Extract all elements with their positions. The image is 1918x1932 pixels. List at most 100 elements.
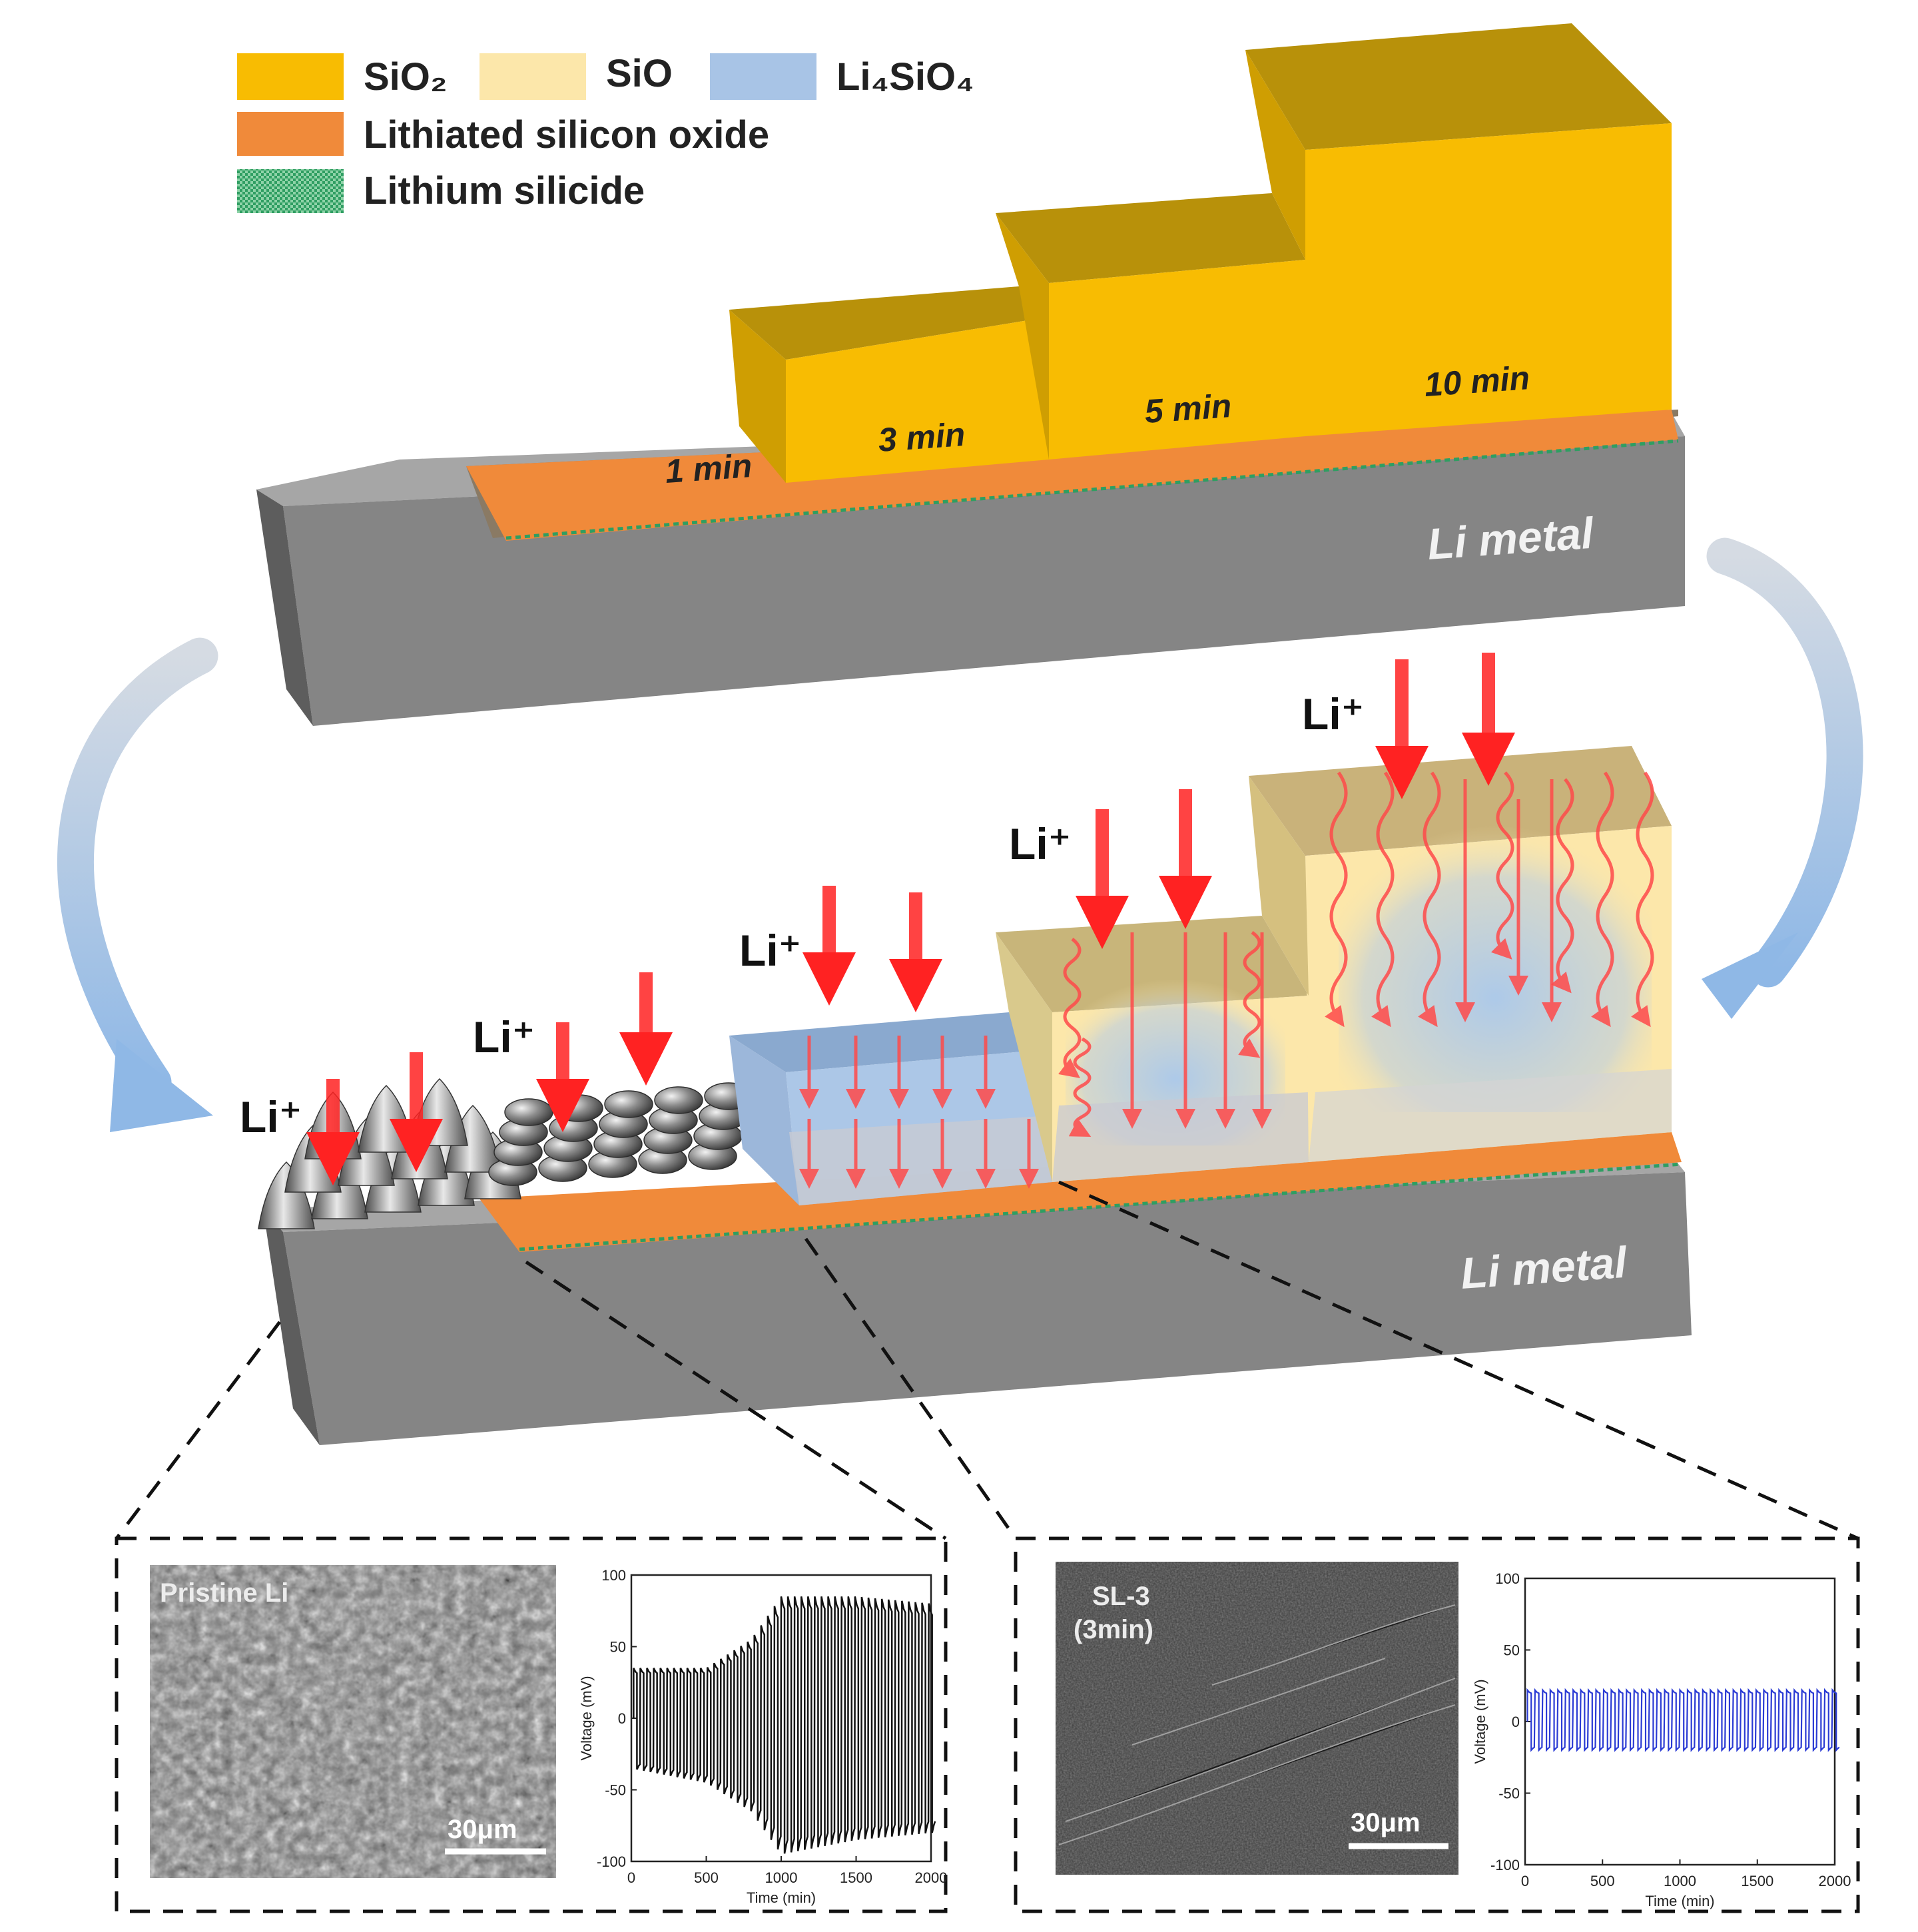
ion-label-5: Li⁺: [1302, 689, 1365, 739]
li-ion-arrow-shaft: [1179, 789, 1192, 882]
right-curved-arrow-head: [1702, 932, 1798, 1019]
li-ion-arrow-head: [390, 1119, 443, 1172]
legend-swatch-lithiated: [237, 112, 344, 156]
block-3min-side: [729, 310, 786, 483]
li-ion-arrow-shaft: [1395, 659, 1409, 753]
sem-streaks-sl3: [1058, 1604, 1456, 1845]
legend-label-sio2: SiO₂: [364, 55, 448, 99]
li-ion-arrow: [889, 892, 942, 1012]
zoom-line-4: [1058, 1180, 1859, 1540]
li-ion-arrow: [1159, 789, 1212, 929]
scale-label-1: 30μm: [448, 1815, 517, 1844]
bottom-lithiated-layer: [480, 1132, 1682, 1252]
wavy-path-arrow: [1058, 938, 1082, 1079]
zoom-lines: [115, 1180, 1859, 1540]
big-block-side: [1249, 776, 1309, 996]
li-ion-arrow-head: [889, 959, 942, 1012]
zoom-line-2: [525, 1260, 947, 1540]
li-ion-arrow-head: [619, 1032, 673, 1086]
dome-island: [604, 1090, 653, 1118]
voltage-trace: [1526, 1688, 1840, 1752]
y-tick-label: 50: [610, 1639, 626, 1656]
y-axis-label: Voltage (mV): [578, 1676, 595, 1760]
bottom-silicide-line: [519, 1162, 1682, 1251]
li-ion-arrow-head: [306, 1132, 360, 1185]
legend-label-silicide: Lithium silicide: [364, 169, 645, 212]
panel-1-border: [115, 1536, 948, 1913]
x-tick-label: 2000: [915, 1869, 948, 1886]
top-lithiated-layer: [466, 410, 1678, 541]
li-ion-arrow: [1375, 659, 1429, 799]
y-tick-label: 100: [1495, 1570, 1520, 1587]
block-5min-front: [1049, 260, 1305, 460]
zoom-line-3: [804, 1237, 1018, 1540]
mid-block-side: [996, 932, 1052, 1182]
zoom-line-1: [115, 1321, 281, 1540]
x-axis-label: Time (min): [1645, 1893, 1714, 1909]
li-ion-arrow-shaft: [326, 1079, 340, 1139]
li-ion-arrow: [306, 1079, 360, 1185]
bottom-stack: Li⁺ Li⁺ Li⁺ Li⁺ Li⁺ Li metal: [240, 653, 1692, 1445]
legend-label-sio: SiO: [606, 52, 673, 95]
li-ion-arrow: [802, 886, 856, 1006]
li-ion-arrow-head: [1462, 733, 1515, 786]
x-tick-label: 1000: [765, 1869, 798, 1886]
li-ion-arrow-shaft: [410, 1052, 423, 1126]
y-tick-label: -50: [1498, 1785, 1520, 1802]
li-ion-arrow-head: [1076, 896, 1129, 949]
block-5min-top: [996, 193, 1305, 283]
legend-swatch-sio: [480, 53, 586, 100]
block-10min-front: [1305, 123, 1672, 436]
ion-label-3: Li⁺: [739, 926, 802, 975]
li-ion-arrow: [390, 1052, 443, 1172]
left-curved-arrow: [57, 637, 218, 1101]
x-axis-label: Time (min): [747, 1889, 816, 1906]
step-label-1min: 1 min: [664, 447, 753, 490]
internal-li-paths: [799, 771, 1654, 1189]
block-5min-side: [996, 213, 1049, 460]
x-tick-label: 1000: [1664, 1873, 1696, 1889]
legend-label-li4sio4: Li₄SiO₄: [836, 55, 974, 99]
big-block-lower: [1309, 1069, 1672, 1162]
li-ion-arrow-shaft: [1482, 653, 1495, 739]
step-label-3min: 3 min: [877, 416, 966, 459]
step-label-5min: 5 min: [1143, 387, 1233, 430]
li-ion-arrow: [536, 1022, 589, 1132]
top-stack: 1 min 3 min 5 min 10 min Li metal: [256, 23, 1685, 726]
mid-block-lower: [1052, 1092, 1309, 1182]
li-ion-arrow: [1462, 653, 1515, 786]
li-ion-arrow-shaft: [639, 972, 653, 1039]
scale-label-2: 30μm: [1351, 1808, 1421, 1837]
li4sio4-block-side: [729, 1036, 799, 1205]
left-curved-arrow-head: [110, 1039, 213, 1132]
dome-island: [654, 1086, 703, 1114]
dome-islands: [488, 1082, 753, 1186]
wavy-path-arrow: [1418, 771, 1441, 1028]
wavy-path-arrow: [1550, 778, 1574, 994]
top-silicide-line: [505, 439, 1679, 540]
y-tick-label: -100: [1490, 1857, 1520, 1873]
x-tick-label: 500: [1590, 1873, 1615, 1889]
sem-texture-pristine: [150, 1565, 556, 1878]
li-ion-arrow-head: [536, 1079, 589, 1132]
wavy-path-arrow: [1068, 1037, 1092, 1137]
top-metal-side-face: [256, 489, 313, 726]
ion-label-4: Li⁺: [1009, 819, 1072, 868]
legend-swatch-li4sio4: [710, 53, 816, 100]
legend: SiO₂ SiO Li₄SiO₄ Lithiated silicon oxide…: [237, 52, 974, 213]
step-label-10min: 10 min: [1423, 359, 1531, 404]
block-10min-side: [1245, 50, 1305, 260]
panel-2-border: [1014, 1536, 1860, 1913]
right-curved-arrow: [1706, 537, 1863, 988]
y-tick-label: -50: [605, 1782, 626, 1799]
x-tick-label: 0: [1521, 1873, 1529, 1889]
big-block-glow: [1339, 826, 1652, 1112]
li-ion-arrow: [1076, 809, 1129, 949]
x-tick-label: 2000: [1819, 1873, 1851, 1889]
wavy-path-arrow: [1490, 771, 1514, 960]
block-3min-top: [729, 286, 1052, 360]
li-ion-arrow-shaft: [1096, 809, 1109, 902]
